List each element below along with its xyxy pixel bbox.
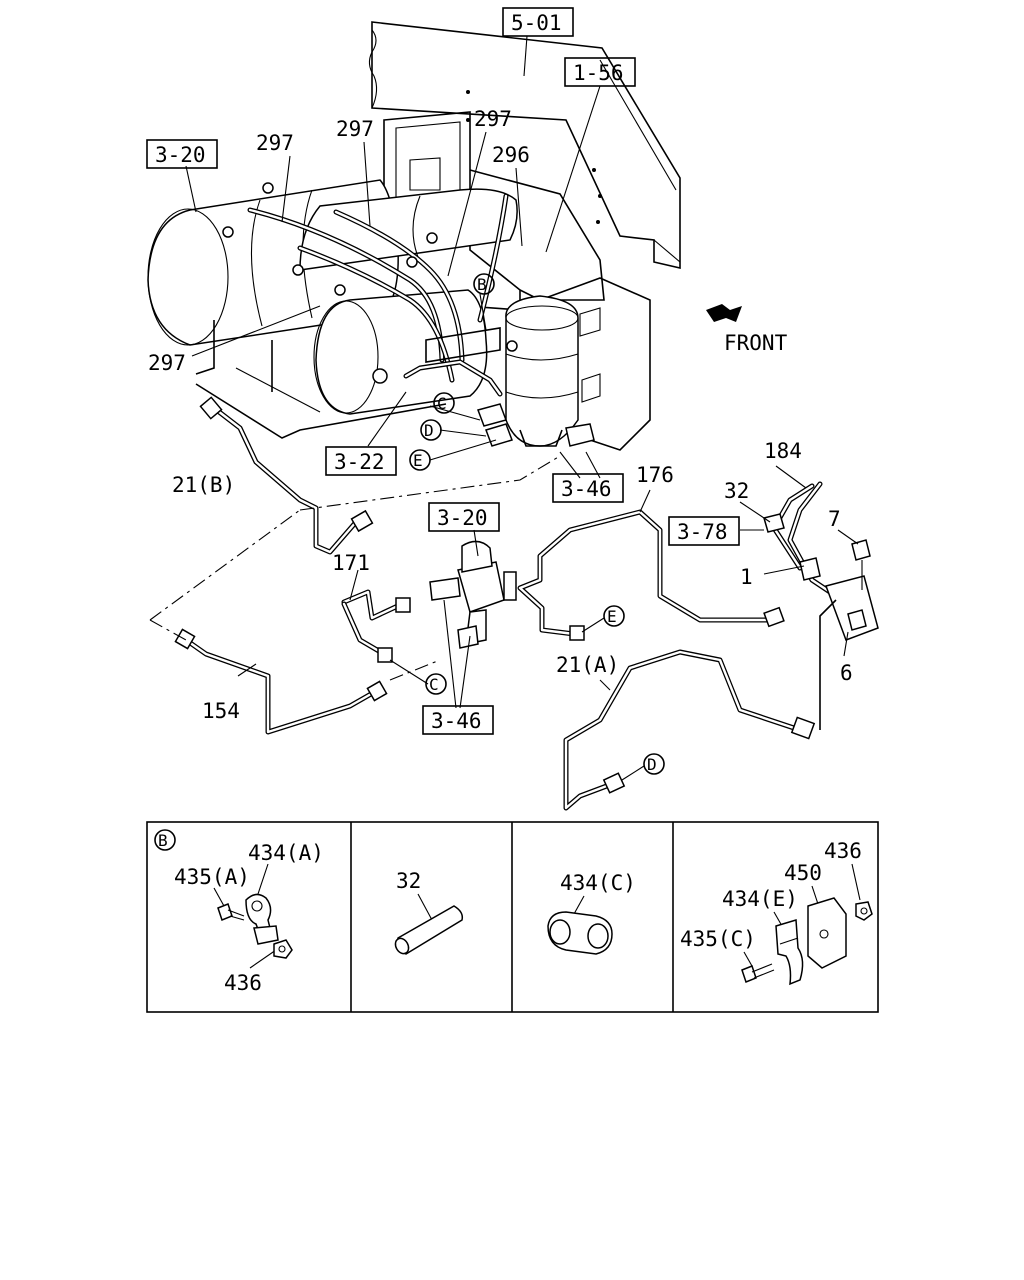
marker-c: C: [433, 392, 455, 414]
clip-434a-icon: [245, 893, 279, 945]
protection-valve: [429, 540, 517, 649]
ref-box-tank-lower: 3-22: [325, 446, 397, 476]
svg-text:E: E: [607, 607, 617, 626]
tank-straps: [195, 320, 447, 439]
bracket-450-icon: [807, 897, 847, 969]
marker-e: E: [603, 605, 625, 627]
part-label-32: 32: [724, 479, 749, 503]
marker-c: C: [425, 673, 447, 695]
part-label-154: 154: [202, 699, 240, 723]
clip-434c-icon: [547, 911, 613, 955]
part-label-297: 297: [256, 131, 294, 155]
part-label-1: 1: [740, 565, 753, 589]
pipe-21a: [563, 649, 816, 811]
detail-panel-434c: 434(C): [547, 871, 636, 955]
svg-text:3-78: 3-78: [677, 520, 728, 544]
part-label-436: 436: [824, 839, 862, 863]
ref-box-valve-top: 3-20: [428, 502, 500, 532]
part-label-297: 297: [474, 107, 512, 131]
air-tank-small: [313, 289, 488, 415]
part-label-434e: 434(E): [722, 887, 798, 911]
svg-text:3-46: 3-46: [431, 709, 482, 733]
detail-panel-b: B 435(A) 434(A) 436: [154, 829, 324, 995]
leader-lines: [185, 35, 859, 781]
svg-text:3-46: 3-46: [561, 477, 612, 501]
part-label-21a: 21(A): [556, 653, 619, 677]
marker-d: D: [643, 753, 665, 775]
sleeve-32-icon: [394, 905, 464, 955]
front-arrow-icon: [706, 304, 742, 322]
ref-box-valve-bottom: 3-46: [422, 705, 494, 735]
svg-text:3-20: 3-20: [437, 506, 488, 530]
air-dryer: [505, 295, 579, 447]
svg-text:3-22: 3-22: [334, 450, 385, 474]
part-label-450: 450: [784, 861, 822, 885]
marker-b: B: [473, 273, 495, 295]
part-label-176: 176: [636, 463, 674, 487]
marker-d: D: [420, 419, 442, 441]
detail-panel-450: 436 450 434(E) 435(C): [680, 839, 873, 986]
chassis-frame: [368, 21, 681, 270]
ref-box-dryer: 3-46: [552, 473, 624, 503]
detail-panels: [146, 821, 879, 1013]
svg-text:D: D: [424, 421, 434, 440]
svg-text:D: D: [647, 755, 657, 774]
part-label-297: 297: [148, 351, 186, 375]
part-label-297: 297: [336, 117, 374, 141]
part-label-21b: 21(B): [172, 473, 235, 497]
part-label-171: 171: [332, 551, 370, 575]
pipe-171: [341, 589, 411, 663]
svg-text:1-56: 1-56: [573, 61, 624, 85]
front-label: FRONT: [724, 331, 788, 355]
part-label-436: 436: [224, 971, 262, 995]
nut-436-icon: [273, 939, 293, 959]
part-label-6: 6: [840, 661, 853, 685]
part-label-32: 32: [396, 869, 421, 893]
part-label-7: 7: [828, 507, 841, 531]
ref-box-bracket: 1-56: [564, 57, 636, 87]
svg-text:B: B: [158, 831, 168, 850]
svg-text:C: C: [429, 675, 439, 694]
part-label-434c: 434(C): [560, 871, 636, 895]
ref-box-tank: 3-20: [146, 139, 218, 169]
part-label-435c: 435(C): [680, 927, 756, 951]
ref-box-relay: 3-78: [668, 516, 740, 546]
ref-box-frame: 5-01: [502, 7, 574, 37]
nut-436-icon: [855, 901, 873, 921]
detail-panel-32: 32: [394, 869, 464, 955]
part-label-435a: 435(A): [174, 865, 250, 889]
clip-434e-icon: [775, 919, 804, 986]
routing-lines: [149, 455, 561, 681]
svg-text:E: E: [413, 451, 423, 470]
svg-text:C: C: [437, 394, 447, 413]
bolt-435a-icon: [217, 903, 245, 921]
marker-e: E: [409, 449, 431, 471]
pipe-21b: [199, 396, 374, 555]
part-label-296: 296: [492, 143, 530, 167]
pipe-176: [517, 509, 785, 641]
svg-text:5-01: 5-01: [511, 11, 562, 35]
relay-valve-bracket: [763, 481, 879, 730]
svg-text:3-20: 3-20: [155, 143, 206, 167]
part-label-434a: 434(A): [248, 841, 324, 865]
part-label-184: 184: [764, 439, 802, 463]
svg-text:B: B: [477, 275, 487, 294]
bolt-435c-icon: [741, 963, 775, 983]
tank-pipes: [222, 182, 509, 397]
